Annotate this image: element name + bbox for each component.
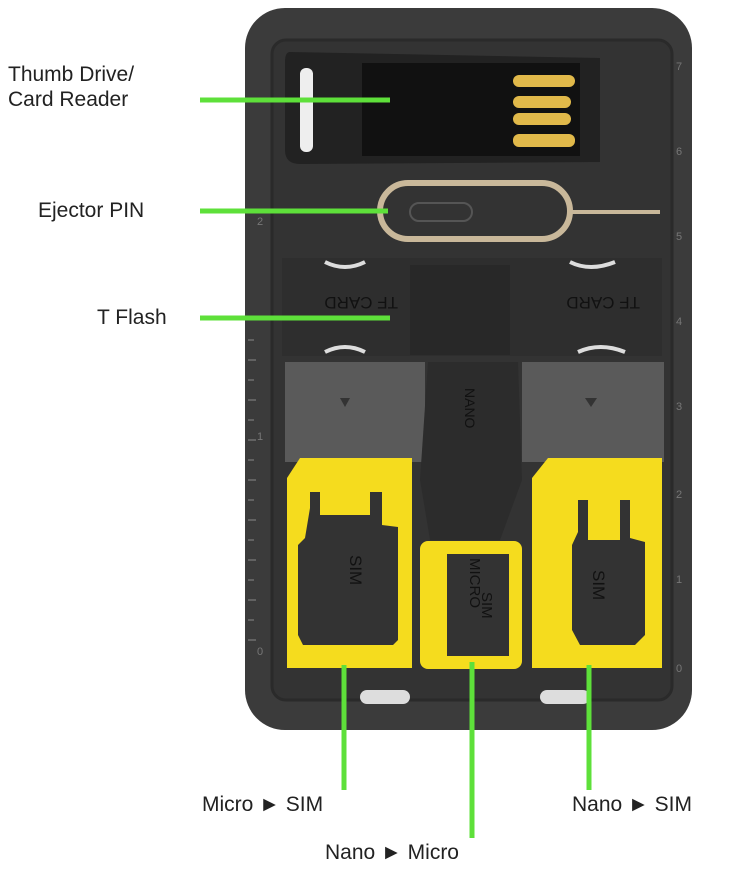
label-micro-sim: Micro ► SIM: [202, 793, 324, 816]
nano-sim-adapter: SIM: [532, 458, 662, 668]
bottom-slot-left: [360, 690, 410, 704]
tf-card-text-left: TF CARD: [324, 293, 398, 312]
ruler-right-2: 2: [676, 489, 682, 501]
ruler-left-1: 1: [257, 431, 263, 443]
ruler-right-5: 5: [676, 231, 682, 243]
ruler-right-3: 3: [676, 401, 682, 413]
sim-text-right: SIM: [589, 570, 608, 600]
label-t-flash: T Flash: [97, 306, 167, 329]
tray-left: [285, 362, 425, 462]
bottom-slot-right: [540, 690, 590, 704]
ruler-left-0: 0: [257, 646, 263, 658]
nano-text: NANO: [462, 388, 478, 429]
thumb-drive: [285, 52, 600, 164]
label-thumb-drive-line2: Card Reader: [8, 88, 129, 112]
ruler-right-4: 4: [676, 316, 682, 328]
label-thumb-drive: Thumb Drive/ Card Reader: [8, 62, 134, 112]
ruler-right-6: 6: [676, 146, 682, 158]
ruler-right-7: 7: [676, 61, 682, 73]
label-nano-micro: Nano ► Micro: [325, 841, 459, 864]
tray-right: [522, 362, 664, 462]
ruler-right-0: 0: [676, 663, 682, 675]
sim-text-left: SIM: [346, 555, 365, 585]
tf-card-slot: TF CARD TF CARD: [282, 258, 662, 356]
nano-micro-adapter: MICRO SIM: [420, 541, 522, 669]
label-ejector-pin: Ejector PIN: [38, 199, 145, 222]
micro-text: MICRO: [466, 558, 483, 608]
label-thumb-drive-line1: Thumb Drive/: [8, 63, 135, 86]
label-nano-sim: Nano ► SIM: [572, 793, 692, 816]
tf-card-text-right: TF CARD: [566, 293, 640, 312]
ruler-left-2: 2: [257, 216, 263, 228]
ruler-right-1: 1: [676, 574, 682, 586]
usb-contacts: [513, 75, 575, 147]
nano-tray: [420, 362, 522, 540]
sim-text-middle: SIM: [478, 592, 495, 619]
micro-sim-adapter: SIM: [287, 458, 412, 668]
callout-lines: [200, 97, 592, 838]
